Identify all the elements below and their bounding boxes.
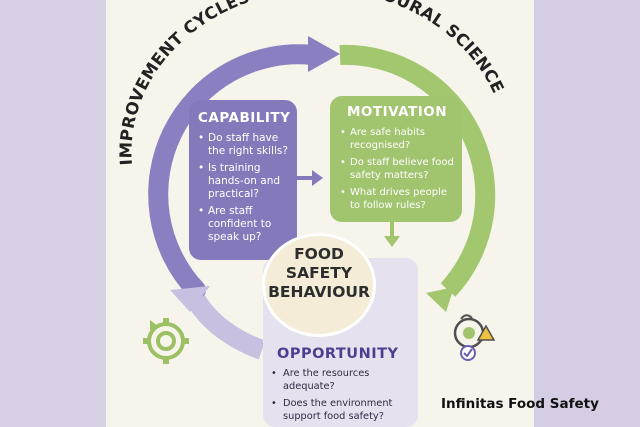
capability-box: CAPABILITY Do staff have the right skill… [189,100,297,260]
cycle-arc-lavender [187,294,266,360]
food-safety-behaviour-circle: FOOD SAFETY BEHAVIOUR [262,233,376,337]
gear-cycle-icon [143,318,189,364]
motivation-item: Are safe habits recognised? [340,126,454,152]
brand-name: Infinitas Food Safety [441,396,599,412]
check-icon [460,345,476,361]
motivation-box: MOTIVATION Are safe habits recognised? D… [330,96,462,222]
motivation-item: What drives people to follow rules? [340,186,454,212]
capability-heading: CAPABILITY [198,110,291,126]
center-label-line: FOOD [294,245,344,263]
motivation-item: Do staff believe food safety matters? [340,156,454,182]
motivation-list: Are safe habits recognised? Do staff bel… [340,126,454,212]
opportunity-item: Are the resources adequate? [271,367,410,393]
cycle-arrowhead-lavender [170,286,210,312]
capability-item: Are staff confident to speak up? [198,205,289,244]
capability-item: Do staff have the right skills? [198,132,289,158]
opportunity-item: Does the environment support food safety… [271,397,410,423]
cycle-arrowhead-green [426,287,454,312]
food-safety-badge-icon [453,314,496,349]
motivation-down-arrowhead [384,236,400,247]
cycle-arrowhead-purple [308,36,340,72]
capability-item: Is training hands-on and practical? [198,162,289,201]
center-label-line: SAFETY [285,264,353,282]
cycle-arc-purple [148,44,322,300]
right-background-panel [534,0,640,427]
cycle-arc-green [339,44,496,297]
capability-motivation-arrowhead [312,170,323,186]
opportunity-heading: OPPORTUNITY [277,346,399,362]
center-label-line: BEHAVIOUR [268,283,370,301]
motivation-heading: MOTIVATION [346,104,448,120]
left-background-panel [0,0,106,427]
capability-list: Do staff have the right skills? Is train… [198,132,289,244]
opportunity-list: Are the resources adequate? Does the env… [271,367,410,423]
